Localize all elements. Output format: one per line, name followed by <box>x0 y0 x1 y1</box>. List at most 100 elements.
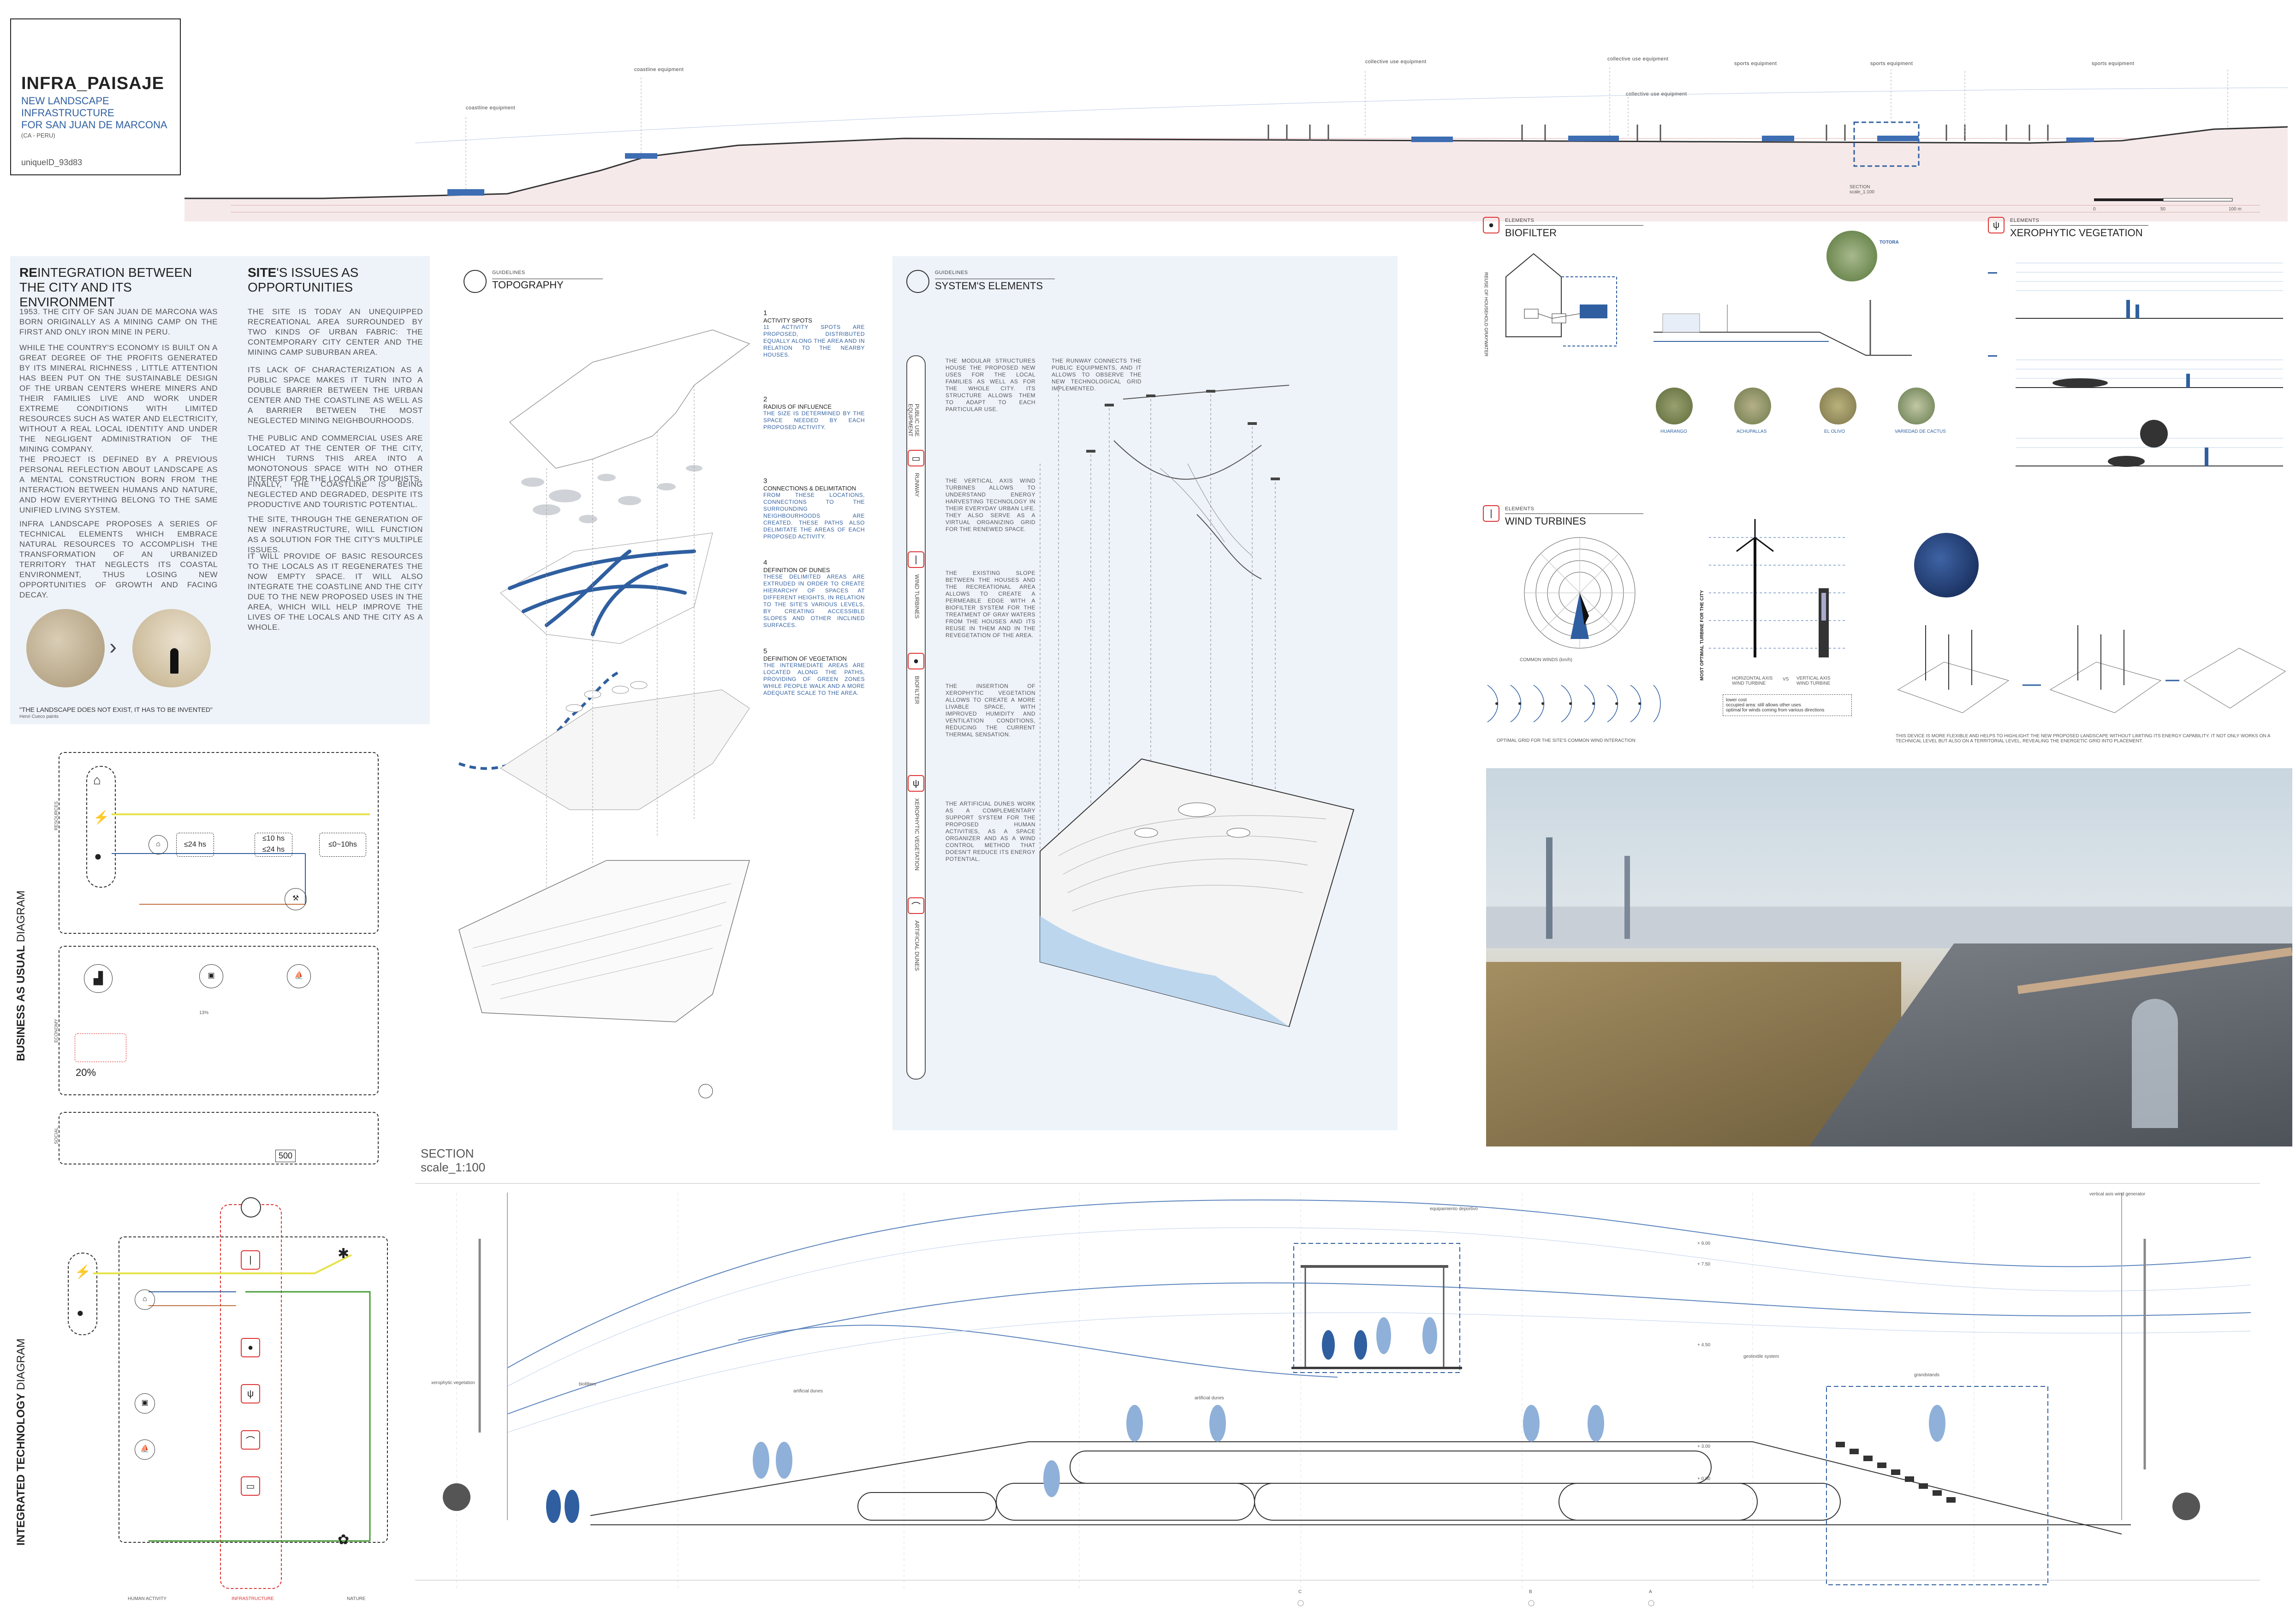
biofilter-heading-icon: ● <box>1483 217 1499 233</box>
intro-para-6: ITS LACK OF CHARACTERIZATION AS A PUBLIC… <box>248 365 423 425</box>
systems-title: SYSTEM'S ELEMENTS <box>935 280 1043 292</box>
topography-steps: 1 ACTIVITY SPOTS 11 ACTIVITY SPOTS ARE P… <box>763 309 865 697</box>
bau-title: BUSINESS AS USUAL DIAGRAM <box>15 890 27 1061</box>
section-label-biofilters: biofilters <box>579 1382 596 1387</box>
xerophytic-rule <box>2010 225 2148 226</box>
bau-hours-box-3: ≤0~10hs <box>319 833 366 857</box>
project-subtitle-3: FOR SAN JUAN DE MARCONA <box>21 119 167 131</box>
itd-shop-icon: ▣ <box>135 1393 155 1414</box>
biofilter-title: BIOFILTER <box>1505 227 1557 239</box>
biofilter-diagram <box>1505 253 1617 346</box>
topo-step-2: 2 RADIUS OF INFLUENCE THE SIZE IS DETERM… <box>763 395 865 430</box>
project-title: INFRA_PAISAJE <box>21 74 165 93</box>
bau-factory-icon: ▟ <box>84 964 113 993</box>
topography-kicker: GUIDELINES <box>492 270 525 275</box>
topography-panel: GUIDELINES TOPOGRAPHY <box>454 256 869 1119</box>
wind-title: WIND TURBINES <box>1505 515 1586 527</box>
intro-para-1: 1953. THE CITY OF SAN JUAN DE MARCONA WA… <box>19 307 218 336</box>
wind-rose-legend: COMMON WINDS (km/h) <box>1520 657 1572 663</box>
bau-diagram: BUSINESS AS USUAL DIAGRAM RESOURCES ECON… <box>10 738 425 1167</box>
itd-title: INTEGRATED TECHNOLOGY DIAGRAM <box>15 1338 27 1546</box>
plant-huarango-label: HUARANGO <box>1660 429 1687 434</box>
intro-heading-1: REINTEGRATION BETWEEN THE CITY AND ITS E… <box>19 265 192 309</box>
section-label-3: collective use equipment <box>1365 59 1427 65</box>
intro-panel: REINTEGRATION BETWEEN THE CITY AND ITS E… <box>10 256 430 724</box>
project-subtitle-2: INFRASTRUCTURE <box>21 107 114 119</box>
section-reference: SECTION scale_1:100 <box>1850 185 1874 195</box>
project-id: uniqueID_93d83 <box>21 158 83 167</box>
level-0: + 0.00 <box>1697 1476 1711 1481</box>
bau-resources-box <box>59 752 379 934</box>
render-turbine-1 <box>1546 837 1552 939</box>
intro-quote-author: Henri Cueco paints <box>19 714 59 719</box>
plant-cactus-label: VARIEDAD DE CACTUS <box>1895 429 1946 434</box>
itd-outer-box <box>119 1236 388 1543</box>
level-4-5: + 4.50 <box>1697 1343 1711 1348</box>
bau-red-box <box>75 1033 126 1062</box>
section-label-dunes-1: artificial dunes <box>793 1389 823 1394</box>
compare-item-3: optimal for winds coming from various di… <box>1726 708 1825 713</box>
systems-kicker: GUIDELINES <box>935 270 968 275</box>
section-label-5: collective use equipment <box>1626 91 1687 97</box>
systems-panel: GUIDELINES SYSTEM'S ELEMENTS ▭ | ● ψ ⌒ P… <box>892 256 1398 1130</box>
bau-social-box <box>59 1112 379 1164</box>
section-label-4: collective use equipment <box>1607 56 1669 62</box>
turbine-comparison <box>1709 519 1847 657</box>
system-text-2: THE RUNWAY CONNECTS THE PUBLIC EQUIPMENT… <box>1052 358 1142 392</box>
bau-hours-box-1: ≤24 hs <box>176 833 214 857</box>
wind-rose <box>1524 537 1636 649</box>
scale-tick-100: 100 m <box>2229 207 2242 212</box>
render-turbine-2 <box>1624 856 1630 939</box>
bau-hours-box-2: ≤10 hs≤24 hs <box>255 833 292 857</box>
intro-quote: "THE LANDSCAPE DOES NOT EXIST, IT HAS TO… <box>19 706 213 713</box>
xerophytic-section: ψ ELEMENTS XEROPHYTIC VEGETATION <box>1988 217 2292 494</box>
itd-turbine-box: | <box>241 1250 260 1270</box>
intro-para-3: THE PROJECT IS DEFINED BY A PREVIOUS PER… <box>19 455 218 514</box>
system-text-1: THE MODULAR STRUCTURES HOUSE THE PROPOSE… <box>946 358 1035 412</box>
wind-kicker: ELEMENTS <box>1505 506 1535 512</box>
bau-percent-20: 20% <box>76 1067 96 1078</box>
systems-icon <box>906 270 929 293</box>
turbine-photo <box>1914 533 1979 597</box>
bau-row-social: SOCIAL <box>54 1127 59 1144</box>
itd-cactus-box: ψ <box>241 1384 260 1403</box>
xerophytic-heading-icon: ψ <box>1988 217 2005 233</box>
plant-olivo-photo <box>1820 388 1856 424</box>
level-7-5: + 7.50 <box>1697 1262 1711 1267</box>
totora-photo <box>1826 231 1877 281</box>
strip-label-2: RUNWAY <box>914 473 920 497</box>
itd-house-icon: ⌂ <box>135 1290 155 1310</box>
title-block: INFRA_PAISAJE NEW LANDSCAPE INFRASTRUCTU… <box>10 18 181 175</box>
strip-label-5: XEROPHYTIC VEGETATION <box>914 798 920 871</box>
strip-label-6: ARTIFICIAL DUNES <box>914 920 920 971</box>
section-label-6: sports equipment <box>1734 61 1777 66</box>
system-text-4: THE EXISTING SLOPE BETWEEN THE HOUSES AN… <box>946 570 1035 639</box>
horizontal-turbine-label: HORIZONTAL AXIS WIND TURBINE <box>1732 676 1773 686</box>
system-text-5: THE INSERTION OF XEROPHYTIC VEGETATION A… <box>946 683 1035 738</box>
systems-strip <box>906 355 926 1080</box>
strip-label-3: WIND TURBINES <box>914 574 920 619</box>
render-sky-buildings <box>1486 907 2292 948</box>
strip-label-1: PUBLIC USE EQUIPMENT <box>907 404 920 437</box>
turbine-side-label: MOST OPTIMAL TURBINE FOR THE CITY <box>1700 590 1705 681</box>
plant-huarango-photo <box>1656 388 1693 424</box>
topo-step-5: 5 DEFINITION OF VEGETATION THE INTERMEDI… <box>763 647 865 696</box>
compare-item-1: lower cost <box>1726 698 1747 703</box>
render-people <box>2132 999 2178 1128</box>
itd-left-column <box>68 1253 97 1335</box>
itd-col-nature: NATURE <box>347 1596 366 1601</box>
xerophytic-kicker: ELEMENTS <box>2010 218 2040 223</box>
cactus-icon: ψ <box>908 775 924 792</box>
intro-heading-2: SITE'S ISSUES AS OPPORTUNITIES <box>248 265 359 294</box>
plant-cactus-photo <box>1898 388 1935 424</box>
turbine-compare-list: lower cost occupied area: still allows o… <box>1723 694 1852 716</box>
strip-label-4: BIOFILTER <box>914 676 920 705</box>
itd-dune-box: ⌒ <box>241 1430 260 1450</box>
biofilter-icon: ● <box>908 653 924 669</box>
section-mark-c: C <box>1298 1589 1302 1594</box>
plant-olivo-label: EL OLIVO <box>1824 429 1845 434</box>
itd-biofilter-box: ● <box>241 1338 260 1357</box>
wind-heading-icon: | <box>1483 505 1499 522</box>
wind-rule <box>1505 513 1643 514</box>
plant-achupallas-label: ACHUPALLAS <box>1737 429 1767 434</box>
